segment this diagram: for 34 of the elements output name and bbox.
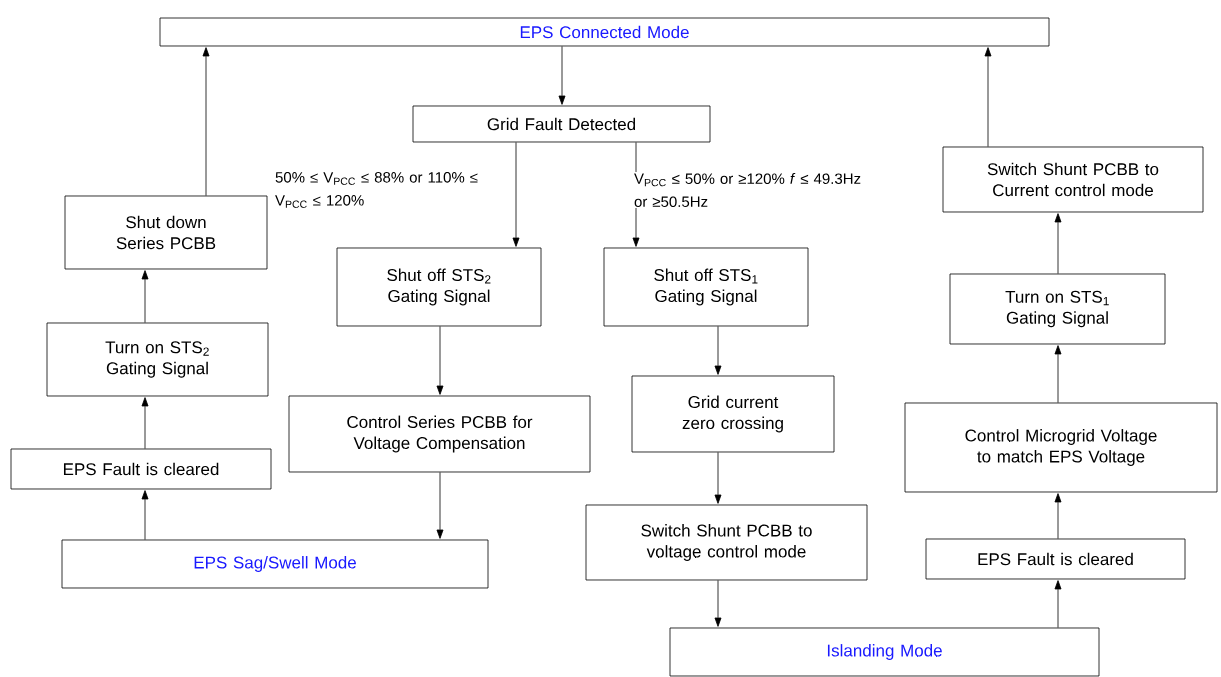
- process-box: Shut down Series PCBB: [64, 195, 268, 270]
- process-box: Switch Shunt PCBB to voltage control mode: [585, 504, 868, 581]
- arrow: [1054, 213, 1062, 274]
- mode-box: EPS Connected Mode: [159, 17, 1050, 47]
- arrow: [141, 490, 149, 540]
- arrow: [436, 472, 444, 539]
- arrow: [512, 142, 520, 247]
- arrow: [714, 326, 722, 375]
- edge-label: 50% ≤ V$_{PCC}$ ≤ 88% or 110% ≤ V$_{PCC}$ ≤ 120%: [275, 172, 478, 208]
- process-box: Grid Fault Detected: [412, 105, 711, 143]
- mode-box: EPS Sag/Swell Mode: [61, 539, 489, 589]
- arrow: [1054, 345, 1062, 403]
- edge-label: V$_{PCC}$ ≤ 50% or ≥120% f ≤ 49.3Hz or ≥50.5Hz: [634, 173, 861, 207]
- arrow: [141, 397, 149, 449]
- arrow: [558, 46, 566, 105]
- process-box: Shut off STS$_{2}$ Gating Signal: [336, 247, 542, 327]
- process-box: EPS Fault is cleared: [925, 538, 1186, 580]
- arrow: [202, 47, 210, 196]
- process-box: Turn on STS$_{2}$ Gating Signal: [46, 322, 269, 397]
- mode-box: Islanding Mode: [669, 627, 1100, 677]
- arrow: [984, 47, 992, 147]
- arrow: [714, 452, 722, 504]
- process-box: Control Microgrid Voltage to match EPS Voltage: [904, 402, 1218, 493]
- process-box: Control Series PCBB for Voltage Compensation: [288, 395, 591, 473]
- process-box: Grid current zero crossing: [631, 375, 835, 453]
- arrow: [1054, 580, 1062, 628]
- process-box: Turn on STS$_{1}$ Gating Signal: [949, 273, 1166, 345]
- arrow: [714, 580, 722, 627]
- arrow: [141, 270, 149, 323]
- arrow: [1054, 493, 1062, 539]
- arrow: [436, 326, 444, 395]
- process-box: Shut off STS$_{1}$ Gating Signal: [603, 247, 809, 327]
- process-box: Switch Shunt PCBB to Current control mode: [942, 146, 1204, 213]
- process-box: EPS Fault is cleared: [10, 448, 272, 490]
